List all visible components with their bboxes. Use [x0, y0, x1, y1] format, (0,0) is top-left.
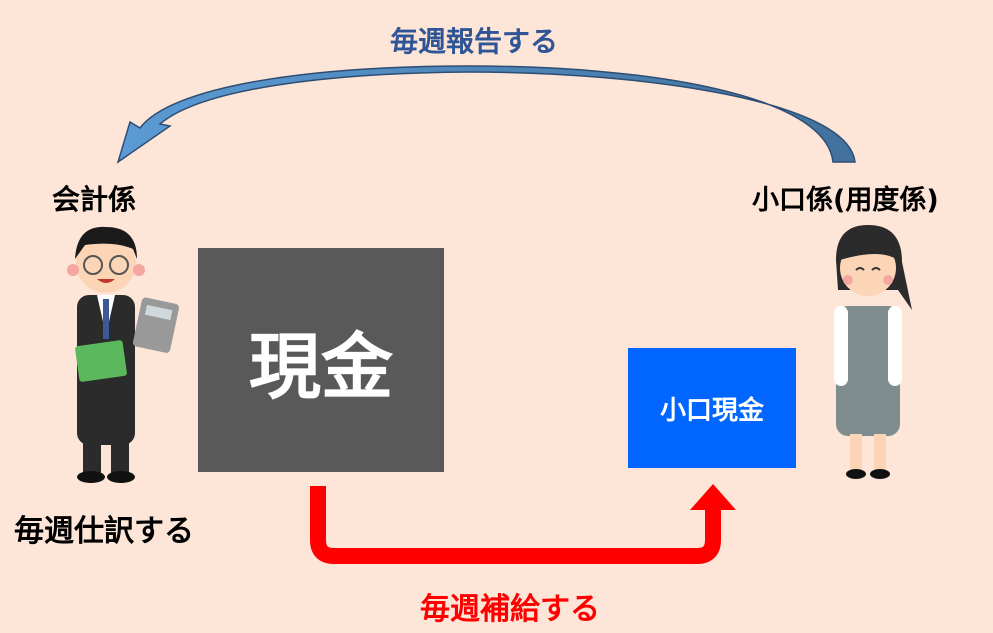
weekly-report-label: 毎週報告する	[390, 25, 559, 58]
petty-cashier-label: 小口係(用度係)	[752, 185, 939, 216]
cash-box: 現金	[198, 248, 444, 472]
replenish-arrowhead	[690, 484, 736, 510]
weekly-replenish-label: 毎週補給する	[420, 592, 600, 627]
report-arrow	[116, 65, 856, 164]
cash-label: 現金	[248, 324, 393, 409]
accountant-label: 会計係	[52, 183, 137, 216]
petty-cash-label: 小口現金	[659, 395, 764, 426]
petty-cash-box: 小口現金	[628, 348, 796, 468]
replenish-arrow	[310, 486, 721, 564]
weekly-journal-label: 毎週仕訳する	[14, 514, 194, 549]
petty-cashier-illustration	[834, 225, 912, 479]
accountant-illustration	[67, 226, 180, 483]
